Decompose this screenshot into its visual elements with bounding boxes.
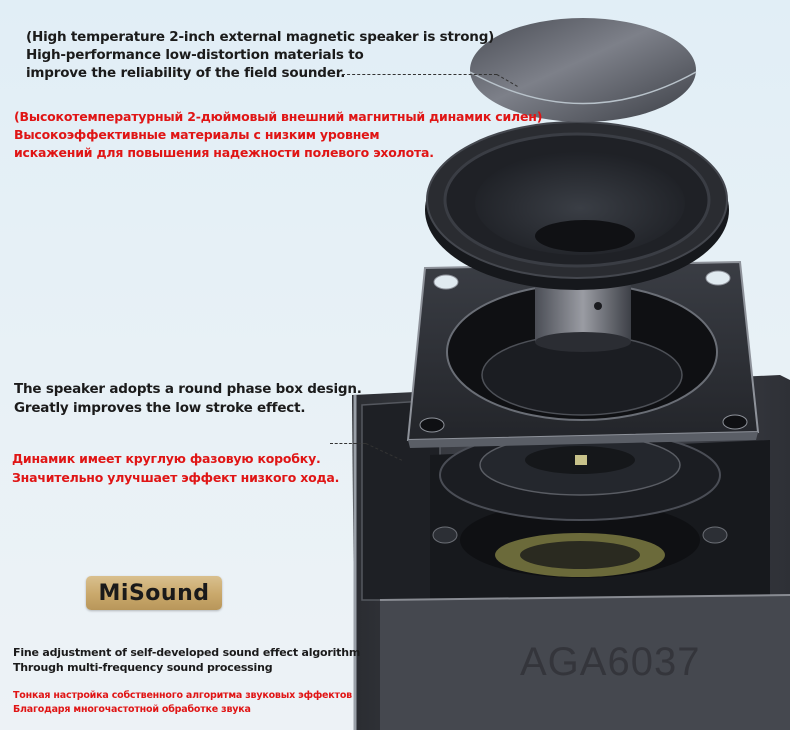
leader-line-dust-cap xyxy=(342,74,497,75)
feature-3-english-line-2: Through multi-frequency sound processing xyxy=(13,661,273,674)
feature-1-russian-line-3: искажений для повышения надежности полев… xyxy=(14,145,434,160)
feature-1-english-line-2: High-performance low-distortion material… xyxy=(26,47,364,63)
misound-badge-label: MiSound xyxy=(98,580,210,606)
speaker-cone xyxy=(425,121,729,290)
dust-cap xyxy=(469,18,697,122)
product-code-watermark: AGA6037 xyxy=(520,640,701,684)
misound-badge: MiSound xyxy=(86,576,222,610)
feature-1-english-line-3: improve the reliability of the field sou… xyxy=(26,65,346,81)
driver-magnet xyxy=(432,429,728,578)
feature-2-russian-line-1: Динамик имеет круглую фазовую коробку. xyxy=(12,451,321,466)
feature-1-english-line-1: (High temperature 2-inch external magnet… xyxy=(26,29,495,45)
leader-line-enclosure xyxy=(330,443,366,444)
feature-3-russian-line-1: Тонкая настройка собственного алгоритма … xyxy=(13,690,352,701)
feature-2-russian-line-2: Значительно улучшает эффект низкого хода… xyxy=(12,470,340,485)
feature-2-english-line-1: The speaker adopts a round phase box des… xyxy=(14,381,362,397)
feature-1-russian-line-2: Высокоэффективные материалы с низким уро… xyxy=(14,127,380,142)
feature-1-russian-line-1: (Высокотемпературный 2-дюймовый внешний … xyxy=(14,109,543,124)
feature-2-english-line-2: Greatly improves the low stroke effect. xyxy=(14,400,306,416)
feature-3-english-line-1: Fine adjustment of self-developed sound … xyxy=(13,646,361,659)
feature-3-russian-line-2: Благодаря многочастотной обработке звука xyxy=(13,704,251,715)
